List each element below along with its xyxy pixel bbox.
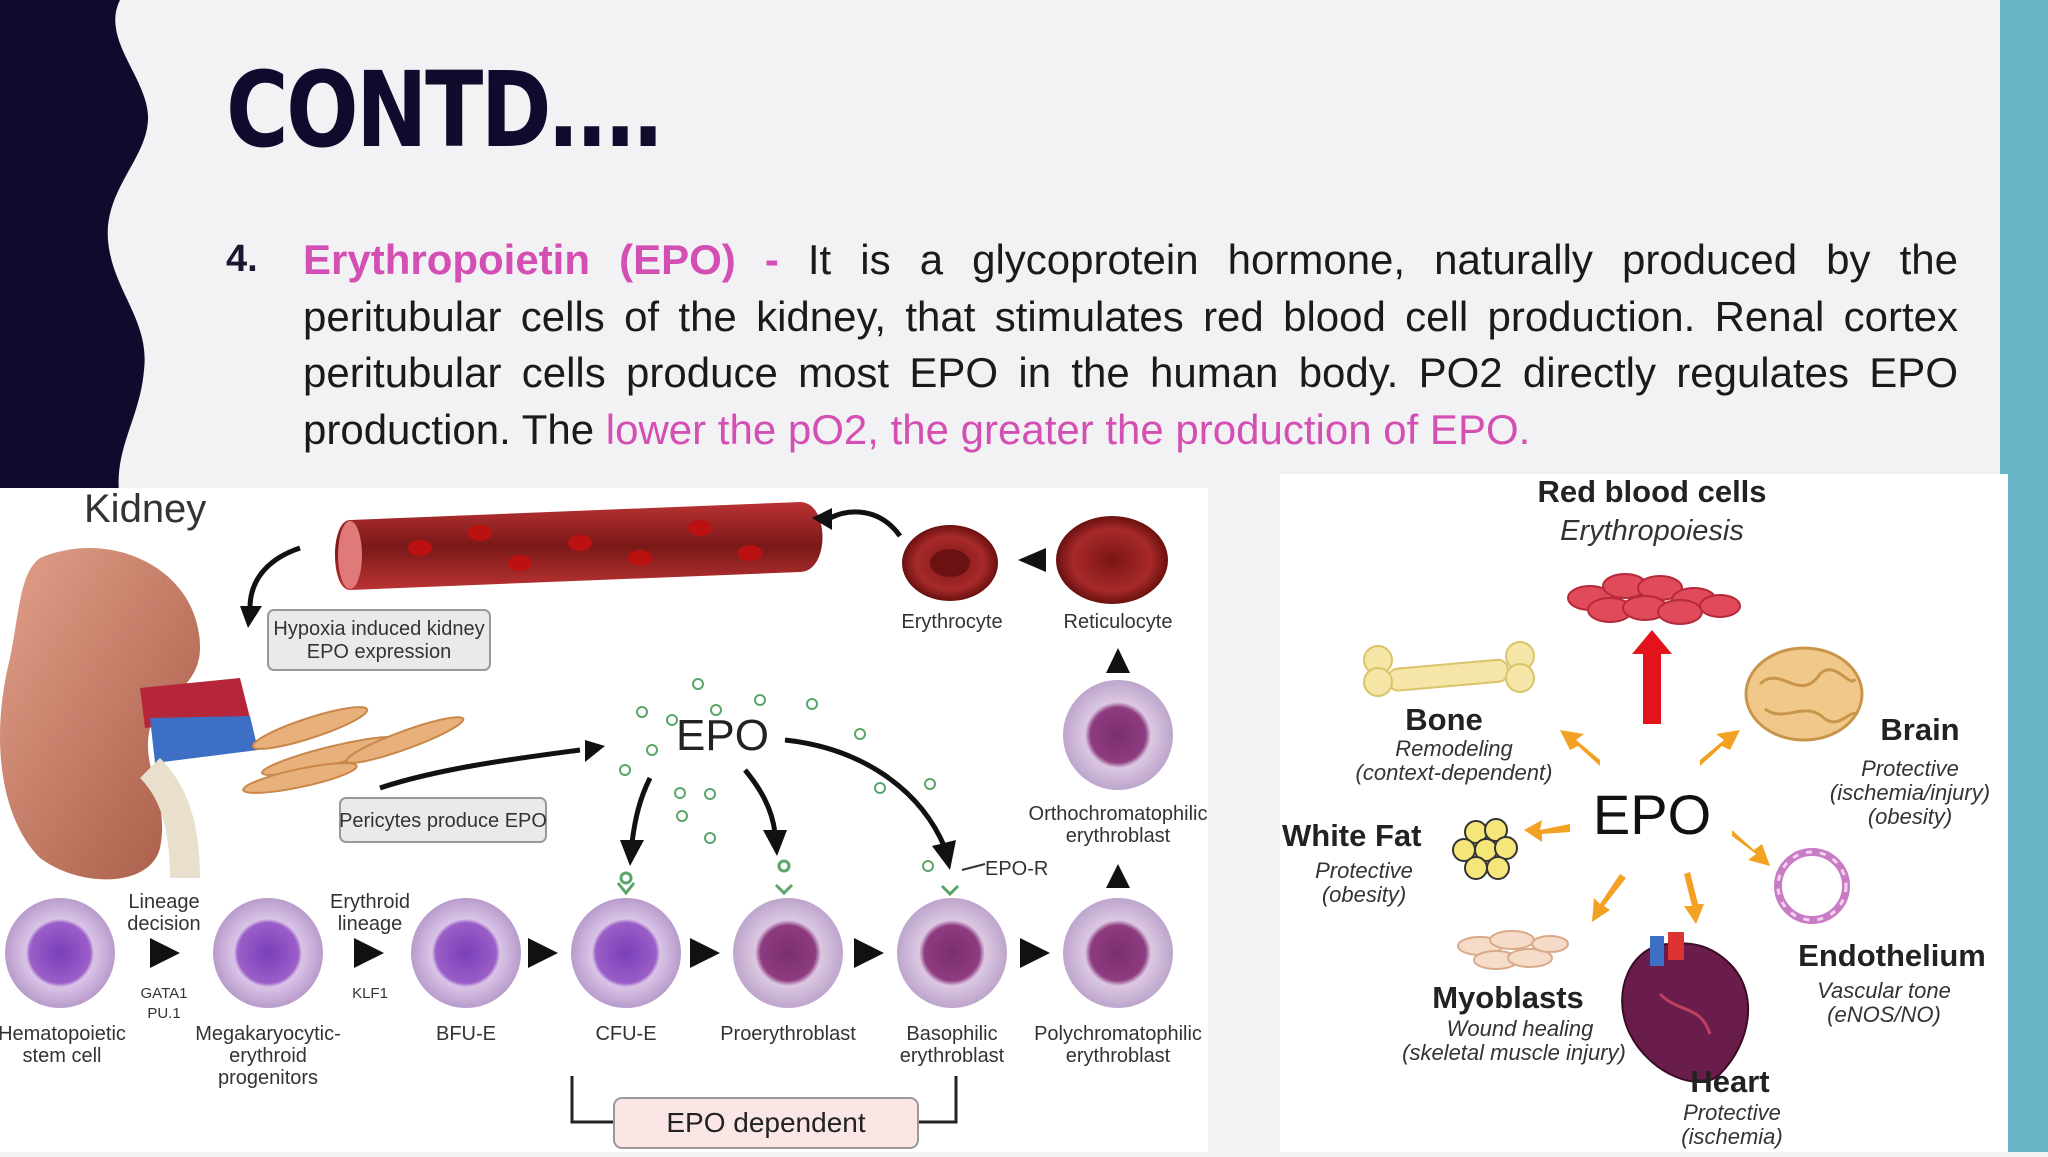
ortho-label-1: Orthochromatophilic (1029, 803, 1208, 825)
epo-center-label: EPO (1593, 783, 1711, 846)
lineage-label-2: decision (127, 913, 200, 935)
kidney-epo-figure: Kidney Hypoxia induced kidney EPO expres… (0, 487, 1208, 1152)
left-wave-band (0, 0, 149, 500)
myoblasts-sub-2: (skeletal muscle injury) (1402, 1040, 1626, 1065)
hsc-label-1: Hematopoietic (0, 1023, 126, 1045)
bone-icon (1363, 641, 1535, 697)
right-accent-strip (2000, 0, 2048, 1152)
ortho-label-2: erythroblast (1066, 825, 1171, 847)
polychromatophilic-erythroblast-cell (1063, 898, 1173, 1008)
myoblasts-sub-1: Wound healing (1447, 1016, 1595, 1041)
bone-sub-1: Remodeling (1395, 736, 1513, 761)
mk-label-1: Megakaryocytic- (195, 1023, 341, 1045)
erythroid-label-1: Erythroid (330, 891, 410, 913)
endothelium-icon (1774, 848, 1850, 924)
brain-sub-3: (obesity) (1868, 804, 1952, 829)
endothelium-sub-1: Vascular tone (1817, 978, 1951, 1003)
fat-sub-1: Protective (1315, 858, 1413, 883)
epo-molecules (619, 678, 936, 872)
pericytes-label: Pericytes produce EPO (339, 810, 547, 832)
rbc-title: Red blood cells (1537, 474, 1766, 509)
term-epo: Erythropoietin (EPO) - (303, 236, 779, 283)
fat-sub-2: (obesity) (1322, 882, 1406, 907)
klf1-label: KLF1 (352, 985, 388, 1002)
epo-r-label: EPO-R (985, 858, 1048, 880)
hypoxia-label-1: Hypoxia induced kidney (273, 618, 484, 640)
cfu-e-cell (571, 898, 681, 1008)
lineage-arrows (150, 938, 1050, 968)
list-number: 4. (226, 238, 258, 280)
epo-dependent-label: EPO dependent (666, 1107, 865, 1138)
heart-sub-1: Protective (1683, 1100, 1781, 1125)
orthochromatophilic-cell (1063, 680, 1173, 790)
bone-sub-2: (context-dependent) (1356, 760, 1553, 785)
reticulocyte-label: Reticulocyte (1064, 611, 1173, 633)
highlight-text: lower the pO2, the greater the productio… (605, 405, 1531, 453)
bone-label: Bone (1405, 702, 1483, 737)
epo-receptors (616, 859, 960, 897)
proery-label: Proerythroblast (720, 1023, 856, 1045)
baso-label-2: erythroblast (900, 1045, 1005, 1067)
baso-label-1: Basophilic (906, 1023, 997, 1045)
brain-sub-1: Protective (1861, 756, 1959, 781)
blood-vessel (335, 502, 823, 590)
brain-icon (1744, 646, 1864, 742)
heart-label: Heart (1690, 1064, 1769, 1099)
cfue-label: CFU-E (595, 1023, 656, 1045)
rbc-subtitle: Erythropoiesis (1560, 515, 1744, 547)
kidney-illustration (0, 548, 258, 880)
endothelium-label: Endothelium (1798, 938, 1986, 973)
rbc-cluster-icon (1567, 573, 1741, 625)
heart-sub-2: (ischemia) (1681, 1124, 1782, 1149)
fat-cells-icon (1452, 818, 1518, 880)
gata1-label: GATA1 (141, 985, 188, 1002)
mk-label-2: erythroid (229, 1045, 307, 1067)
epo-label: EPO (676, 711, 769, 760)
erythrocyte-label: Erythrocyte (901, 611, 1002, 633)
fat-label: White Fat (1282, 818, 1422, 853)
bfue-label: BFU-E (436, 1023, 496, 1045)
lineage-label-1: Lineage (128, 891, 199, 913)
brain-sub-2: (ischemia/injury) (1830, 780, 1990, 805)
hsc-label-2: stem cell (23, 1045, 102, 1067)
body-paragraph: Erythropoietin (EPO) - It is a glycoprot… (303, 232, 1958, 458)
pu1-label: PU.1 (147, 1005, 180, 1022)
brain-label: Brain (1880, 712, 1959, 747)
megakaryocytic-progenitor-cell (213, 898, 323, 1008)
myoblasts-icon (1457, 930, 1569, 970)
heart-icon (1621, 932, 1750, 1083)
basophilic-erythroblast-cell (897, 898, 1007, 1008)
mk-label-3: progenitors (218, 1067, 318, 1089)
orange-arrows (1524, 730, 1770, 924)
endothelium-sub-2: (eNOS/NO) (1827, 1002, 1941, 1027)
hematopoietic-stem-cell (5, 898, 115, 1008)
proerythroblast-cell (733, 898, 843, 1008)
reticulocyte-cell (1056, 516, 1168, 604)
myoblasts-label: Myoblasts (1432, 980, 1584, 1015)
body-text: It is a glycoprotein hormone, naturally … (303, 236, 1958, 453)
pericytes-illustration (242, 706, 465, 794)
epo-effects-figure: Red blood cells Erythropoiesis EPO Bone … (1280, 474, 2008, 1152)
slide-title: CONTD…. (226, 49, 664, 171)
poly-label-1: Polychromatophilic (1034, 1023, 1202, 1045)
poly-label-2: erythroblast (1066, 1045, 1171, 1067)
kidney-label: Kidney (84, 488, 206, 531)
upward-red-arrow (1632, 630, 1672, 724)
erythroid-label-2: lineage (338, 913, 403, 935)
bfu-e-cell (411, 898, 521, 1008)
hypoxia-label-2: EPO expression (307, 641, 452, 663)
